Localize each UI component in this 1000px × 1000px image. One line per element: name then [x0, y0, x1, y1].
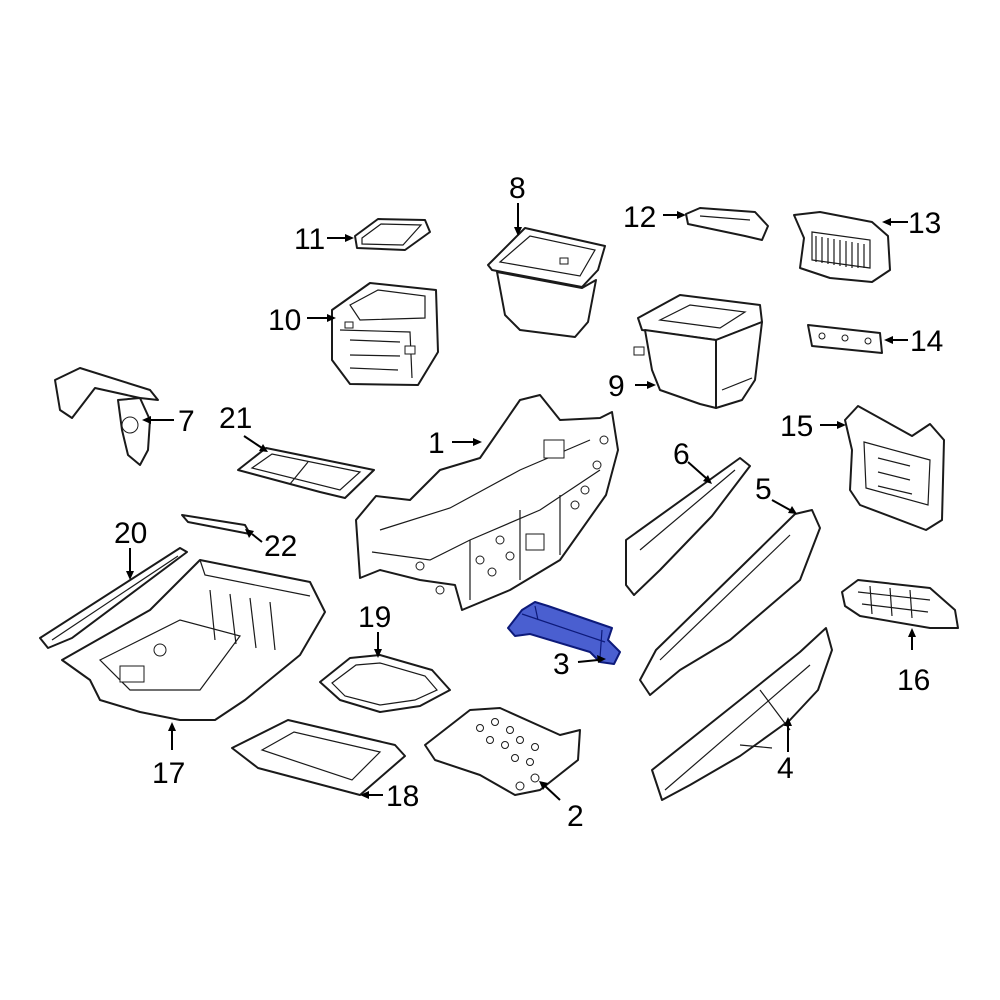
- part-3-shape: [507, 601, 621, 665]
- part-2-holes: [476, 718, 539, 766]
- callout-13: 13: [908, 207, 941, 240]
- callout-22: 22: [264, 530, 297, 563]
- part-16-module: [841, 579, 959, 629]
- callout-6: 6: [673, 438, 690, 471]
- callout-11: 11: [294, 223, 325, 256]
- callout-20: 20: [114, 517, 147, 550]
- part-4-large-side-panel: [651, 627, 833, 801]
- callout-21: 21: [219, 402, 252, 435]
- part-8-storage-bin: [487, 227, 606, 338]
- callout-1: 1: [428, 427, 445, 460]
- callout-9: 9: [608, 370, 625, 403]
- callout-5: 5: [755, 473, 772, 506]
- callout-16: 16: [897, 664, 930, 697]
- part-11-lid: [354, 218, 431, 251]
- callout-17: 17: [152, 757, 185, 790]
- part-22-clip: [181, 514, 251, 535]
- part-6-trim-panel: [625, 457, 751, 596]
- part-10-bin-housing: [331, 282, 439, 386]
- part-17-base-tray: [61, 559, 326, 721]
- part-9-box: [633, 294, 763, 409]
- callout-10: 10: [268, 304, 301, 337]
- part-20-strip: [39, 547, 188, 649]
- callout-7: 7: [178, 405, 195, 438]
- leader-lines: [126, 203, 916, 801]
- part-21-panel: [237, 447, 375, 499]
- callout-19: 19: [358, 601, 391, 634]
- callout-12: 12: [623, 201, 656, 234]
- callout-18: 18: [386, 780, 419, 813]
- part-12-trim-strip: [685, 207, 769, 241]
- callout-2: 2: [567, 800, 584, 833]
- callout-8: 8: [509, 172, 526, 205]
- callout-4: 4: [777, 752, 794, 785]
- part-1-console-frame: [355, 394, 619, 611]
- callout-15: 15: [780, 410, 813, 443]
- part-14-small-bracket: [807, 324, 883, 354]
- part-13-bracket: [793, 211, 891, 283]
- part-2-base-plate: [424, 707, 581, 796]
- part-18-tray-frame: [231, 719, 406, 796]
- part-19-gasket: [319, 654, 451, 713]
- callout-labels: 1 2 3 4 5 6 7 8 9 10 11 12 13 14 15 16 1…: [114, 172, 943, 833]
- part-3-bracket-highlighted: [507, 601, 621, 665]
- part-7-armrest-hinge: [54, 367, 159, 466]
- callout-3: 3: [553, 648, 570, 681]
- part-15-bezel: [844, 405, 945, 531]
- part-5-side-panel: [639, 509, 821, 696]
- callout-14: 14: [910, 325, 943, 358]
